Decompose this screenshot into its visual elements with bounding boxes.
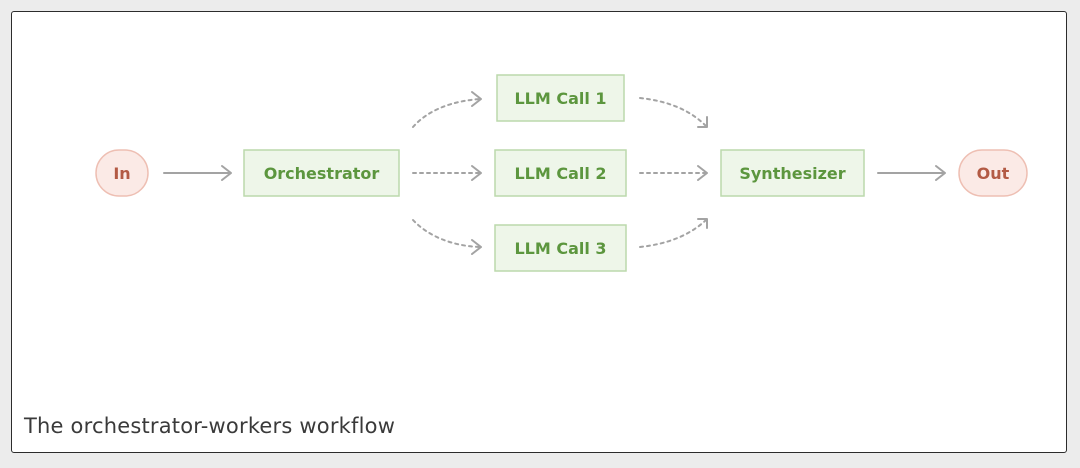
diagram-caption: The orchestrator-workers workflow <box>24 414 396 438</box>
node-synthesizer-label: Synthesizer <box>739 164 845 183</box>
node-llm-call-3: LLM Call 3 <box>494 224 627 272</box>
edge-llm-call-3-to-synthesizer <box>639 218 708 248</box>
edge-orchestrator-to-llm-call-3 <box>412 219 482 255</box>
node-synthesizer: Synthesizer <box>720 149 865 197</box>
node-llm-call-1-label: LLM Call 1 <box>514 89 606 108</box>
node-llm-call-2: LLM Call 2 <box>494 149 627 197</box>
node-llm-call-3-label: LLM Call 3 <box>514 239 606 258</box>
node-llm-call-1: LLM Call 1 <box>496 74 625 122</box>
edge-llm-call-2-to-synthesizer <box>639 165 708 181</box>
node-in: In <box>95 149 149 197</box>
edge-orchestrator-to-llm-call-1 <box>412 91 482 128</box>
node-out: Out <box>958 149 1028 197</box>
edge-synthesizer-to-out <box>877 165 946 181</box>
node-out-label: Out <box>977 164 1010 183</box>
node-orchestrator: Orchestrator <box>243 149 400 197</box>
edge-llm-call-1-to-synthesizer <box>639 97 708 128</box>
node-llm-call-2-label: LLM Call 2 <box>514 164 606 183</box>
node-in-label: In <box>113 164 130 183</box>
edge-orchestrator-to-llm-call-2 <box>412 165 482 181</box>
edge-in-to-orchestrator <box>163 165 232 181</box>
node-orchestrator-label: Orchestrator <box>264 164 380 183</box>
